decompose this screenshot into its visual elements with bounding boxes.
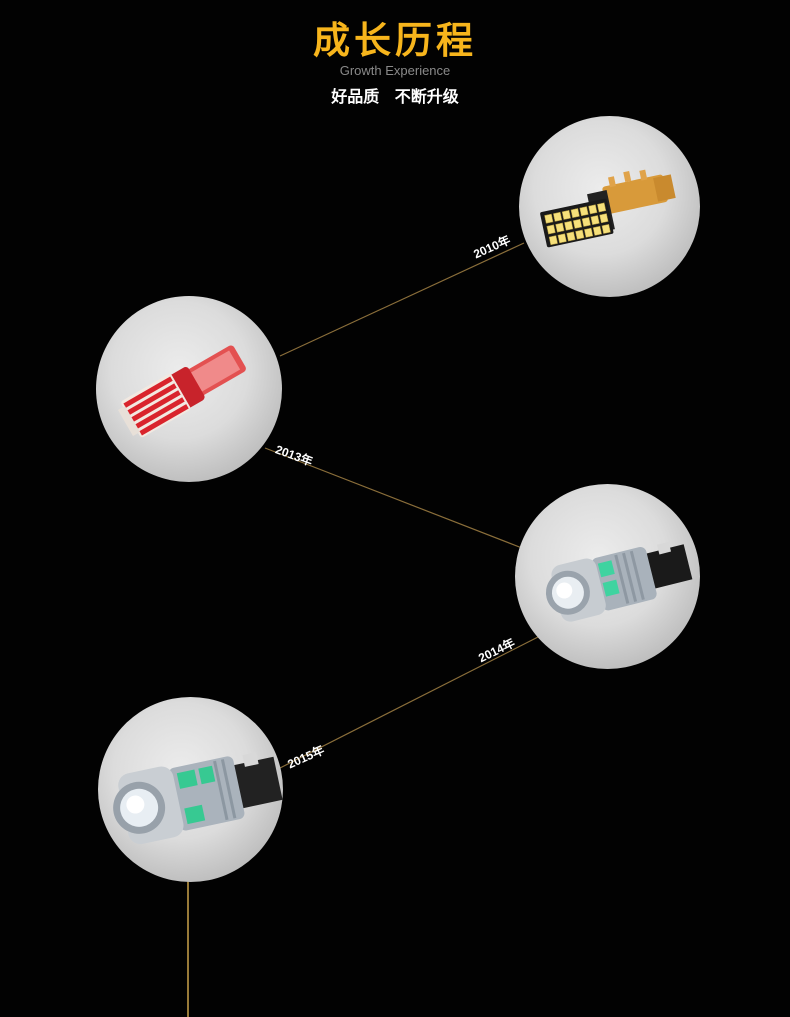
timeline-node-2013 xyxy=(96,296,282,482)
timeline-node-2015 xyxy=(98,697,283,882)
page-tagline: 好品质 不断升级 xyxy=(331,87,459,106)
led-bulb-yellow-smd-icon xyxy=(540,169,676,248)
led-bulb-lens-large-icon xyxy=(113,752,283,845)
timeline-node-2014 xyxy=(515,484,700,669)
led-bulb-red-smd-icon xyxy=(118,345,246,438)
connector-2010-2013 xyxy=(279,242,525,357)
timeline-node-2010 xyxy=(519,116,700,297)
page-subtitle: Growth Experience xyxy=(339,63,451,78)
page-title: 成长历程 xyxy=(313,19,477,62)
connector-2014-2015 xyxy=(279,635,541,769)
led-bulb-lens-small-icon xyxy=(545,541,693,622)
connector-2013-2014 xyxy=(264,447,523,549)
